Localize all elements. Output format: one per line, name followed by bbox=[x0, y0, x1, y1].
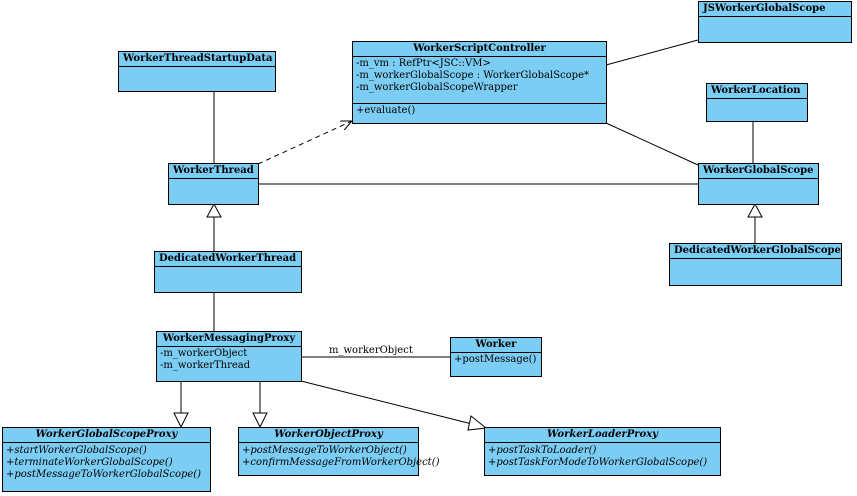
class-worker-messaging-proxy: WorkerMessagingProxy -m_workerObject -m_… bbox=[156, 331, 302, 382]
inherit-head-workerglobalscope bbox=[747, 202, 763, 218]
operations-section: +postTaskToLoader() +postTaskForModeToWo… bbox=[485, 443, 720, 470]
class-worker-thread-startup-data: WorkerThreadStartupData bbox=[118, 51, 276, 92]
class-dedicated-worker-global-scope: DedicatedWorkerGlobalScope bbox=[669, 243, 842, 286]
class-name: DedicatedWorkerGlobalScope bbox=[670, 244, 841, 259]
inherit-head-workerthread bbox=[206, 202, 222, 218]
operation: +postMessageToWorkerGlobalScope() bbox=[6, 469, 202, 480]
class-name: WorkerScriptController bbox=[353, 42, 606, 57]
realize-line-loaderproxy bbox=[300, 380, 473, 425]
class-worker-location: WorkerLocation bbox=[706, 83, 808, 122]
assoc-controller-jsworkerglobalscope bbox=[605, 39, 699, 66]
operations-section: +postMessage() bbox=[451, 353, 541, 367]
attributes-section: -m_workerObject -m_workerThread bbox=[157, 347, 301, 373]
class-name: WorkerLocation bbox=[707, 84, 807, 99]
class-js-worker-global-scope: JSWorkerGlobalScope bbox=[698, 1, 852, 43]
class-dedicated-worker-thread: DedicatedWorkerThread bbox=[154, 251, 302, 293]
class-name: WorkerMessagingProxy bbox=[157, 332, 301, 347]
realize-head-loaderproxy bbox=[467, 415, 488, 431]
class-name: WorkerGlobalScopeProxy bbox=[3, 428, 210, 443]
operations-section: +evaluate() bbox=[353, 104, 606, 118]
class-name: WorkerThreadStartupData bbox=[119, 52, 275, 67]
operations-section: +startWorkerGlobalScope() +terminateWork… bbox=[3, 443, 210, 482]
class-name: Worker bbox=[451, 338, 541, 353]
class-worker-script-controller: WorkerScriptController -m_vm : RefPtr<JS… bbox=[352, 41, 607, 124]
class-name: WorkerObjectProxy bbox=[239, 428, 418, 443]
class-name: JSWorkerGlobalScope bbox=[699, 2, 851, 17]
attribute: -m_workerObject bbox=[160, 348, 248, 359]
operation: +confirmMessageFromWorkerObject() bbox=[242, 457, 440, 468]
operation: +evaluate() bbox=[356, 105, 416, 116]
attributes-section: -m_vm : RefPtr<JSC::VM> -m_workerGlobalS… bbox=[353, 57, 606, 104]
operation: +postTaskForModeToWorkerGlobalScope() bbox=[488, 457, 708, 468]
association-label-m-worker-object: m_workerObject bbox=[329, 345, 413, 356]
dependency-workerthread-controller bbox=[257, 121, 352, 165]
class-name: WorkerGlobalScope bbox=[699, 164, 818, 179]
class-worker-thread: WorkerThread bbox=[168, 163, 259, 205]
operation: +postMessage() bbox=[454, 354, 537, 365]
operation: +postMessageToWorkerObject() bbox=[242, 445, 407, 456]
class-name: WorkerThread bbox=[169, 164, 258, 179]
class-worker: Worker +postMessage() bbox=[450, 337, 542, 377]
class-worker-global-scope: WorkerGlobalScope bbox=[698, 163, 819, 205]
class-worker-global-scope-proxy: WorkerGlobalScopeProxy +startWorkerGloba… bbox=[2, 427, 211, 492]
realize-head-globalscopeproxy bbox=[173, 412, 189, 429]
class-name: DedicatedWorkerThread bbox=[155, 252, 301, 267]
attribute: -m_workerGlobalScope : WorkerGlobalScope… bbox=[356, 70, 589, 81]
operations-section: +postMessageToWorkerObject() +confirmMes… bbox=[239, 443, 440, 470]
attribute: -m_workerGlobalScopeWrapper bbox=[356, 82, 518, 93]
class-worker-object-proxy: WorkerObjectProxy +postMessageToWorkerOb… bbox=[238, 427, 440, 476]
operation: +postTaskToLoader() bbox=[488, 445, 597, 456]
assoc-controller-workerglobalscope bbox=[605, 122, 699, 166]
class-name: WorkerLoaderProxy bbox=[485, 428, 720, 443]
attribute: -m_vm : RefPtr<JSC::VM> bbox=[356, 58, 491, 69]
class-worker-loader-proxy: WorkerLoaderProxy +postTaskToLoader() +p… bbox=[484, 427, 721, 476]
operation: +terminateWorkerGlobalScope() bbox=[6, 457, 173, 468]
realize-head-objectproxy bbox=[252, 412, 268, 429]
operation: +startWorkerGlobalScope() bbox=[6, 445, 147, 456]
attribute: -m_workerThread bbox=[160, 360, 251, 371]
